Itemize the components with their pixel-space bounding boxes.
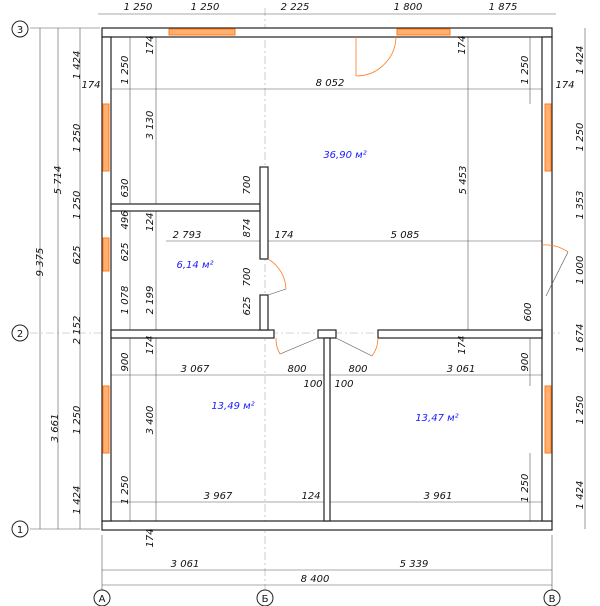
dimension-label: 2 152 [72, 316, 83, 345]
dimension-label: 124 [145, 212, 156, 231]
axis-a-label: А [99, 594, 106, 605]
dimension-label: 3 061 [171, 559, 200, 570]
dimension-label: 1 674 [575, 324, 586, 353]
dimension-label: 174 [145, 528, 156, 547]
dimension-label: 630 [120, 178, 131, 197]
dimension-label: 174 [145, 35, 156, 54]
dimension-lines [39, 13, 586, 586]
dimension-label: 5 339 [400, 559, 429, 570]
dimension-label: 124 [301, 491, 320, 502]
dimension-label: 625 [120, 242, 131, 261]
dimension-label: 174 [457, 35, 468, 54]
dimension-label: 1 250 [120, 476, 131, 505]
dimension-label: 2 793 [173, 230, 202, 241]
dimension-label: 874 [242, 218, 253, 237]
walls [101, 27, 553, 531]
dimension-label: 3 400 [145, 406, 156, 435]
dimension-label: 1 250 [520, 56, 531, 85]
dimension-label: 1 250 [120, 56, 131, 85]
dimension-label: 1 250 [191, 2, 220, 13]
dimension-label: 1 250 [520, 474, 531, 503]
dimension-label: 1 424 [575, 481, 586, 510]
dimension-label: 3 967 [204, 491, 233, 502]
dimension-label: 5 085 [391, 230, 420, 241]
dimension-label: 1 875 [489, 2, 518, 13]
dimension-label: 5 453 [458, 166, 469, 195]
dimension-label: 1 078 [120, 286, 131, 315]
dimension-label: 700 [242, 175, 253, 194]
dimension-label: 174 [555, 80, 574, 91]
dimension-label: 1 424 [575, 46, 586, 75]
dimension-label: 174 [274, 230, 293, 241]
window [102, 103, 110, 172]
dimension-label: 625 [242, 296, 253, 315]
window [544, 385, 552, 454]
dimension-label: 3 961 [424, 491, 453, 502]
dimension-label: 600 [523, 302, 534, 321]
door-swing [355, 36, 397, 77]
dimension-label: 800 [287, 364, 306, 375]
dimension-label: 174 [145, 335, 156, 354]
dimension-label: 174 [81, 80, 100, 91]
window [102, 237, 110, 272]
dimension-label: 1 250 [575, 123, 586, 152]
dimension-label: 1 250 [72, 191, 83, 220]
dimension-labels: 1 250 1 250 2 225 1 800 1 875 9 375 5 714 3 661… [35, 2, 586, 585]
dimension-label: 100 [334, 379, 353, 390]
dimension-label: 2 225 [281, 2, 310, 13]
room-area-bedroom-right: 13,47 м² [415, 413, 458, 424]
dimension-label: 1 353 [575, 191, 586, 220]
window [168, 28, 236, 36]
dimension-label: 3 661 [50, 414, 61, 443]
room-areas: 36,90 м² 6,14 м² 13,49 м² 13,47 м² [177, 150, 459, 424]
dimension-label: 1 000 [575, 256, 586, 285]
dimension-label: 8 052 [316, 78, 345, 89]
dimension-label: 100 [303, 379, 322, 390]
dimension-label: 625 [72, 245, 83, 264]
dimension-label: 700 [242, 267, 253, 286]
dimension-label: 8 400 [301, 574, 330, 585]
window [396, 28, 451, 36]
doors [267, 36, 569, 357]
dimension-label: 800 [348, 364, 367, 375]
dimension-label: 3 067 [181, 364, 210, 375]
dimension-label: 496 [120, 210, 131, 229]
dimension-label: 900 [120, 352, 131, 371]
windows [102, 28, 552, 454]
dimension-label: 1 250 [72, 124, 83, 153]
dimension-label: 5 714 [53, 166, 64, 195]
dimension-label: 1 424 [72, 486, 83, 515]
axis-2-label: 2 [17, 329, 23, 340]
room-area-small: 6,14 м² [177, 260, 214, 271]
dimension-label: 1 250 [124, 2, 153, 13]
dimension-label: 174 [457, 335, 468, 354]
dimension-label: 3 061 [447, 364, 476, 375]
dimension-label: 2 199 [145, 286, 156, 315]
axis-b-label: Б [262, 594, 269, 605]
room-area-bedroom-left: 13,49 м² [211, 401, 254, 412]
axis-3-label: 3 [17, 25, 23, 36]
dimension-label: 3 130 [145, 111, 156, 140]
dimension-label: 9 375 [35, 248, 46, 277]
axis-v-label: В [549, 594, 556, 605]
dimension-label: 900 [520, 352, 531, 371]
axis-markers: 3 2 1 А Б В [11, 20, 561, 606]
window [544, 103, 552, 172]
axis-1-label: 1 [17, 525, 23, 536]
dimension-label: 1 250 [72, 406, 83, 435]
dimension-label: 1 250 [575, 396, 586, 425]
dimension-label: 1 424 [72, 51, 83, 80]
dimension-label: 1 800 [394, 2, 423, 13]
window [102, 385, 110, 454]
room-area-living: 36,90 м² [323, 150, 366, 161]
